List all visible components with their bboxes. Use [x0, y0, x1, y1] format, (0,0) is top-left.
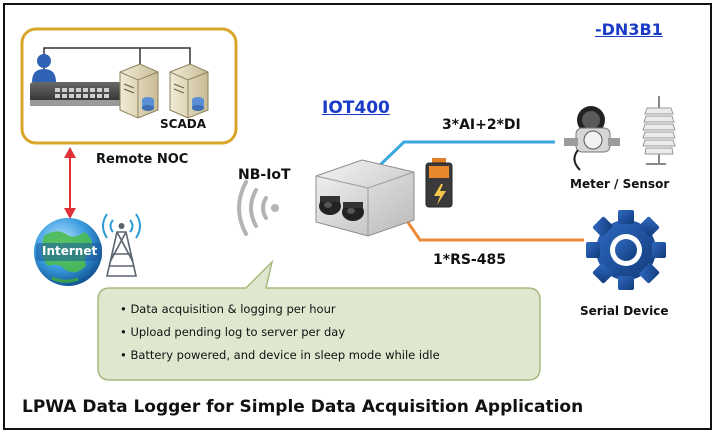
- iot400-label: IOT400: [322, 98, 390, 118]
- meter-sensor-label: Meter / Sensor: [570, 177, 670, 191]
- nbiot-label: NB-IoT: [238, 167, 291, 183]
- note-item-3: • Battery powered, and device in sleep m…: [120, 348, 440, 362]
- serial-device-gear-icon: [586, 210, 666, 290]
- weather-sensor-icon: [642, 96, 676, 165]
- note-item-1: • Data acquisition & logging per hour: [120, 302, 336, 316]
- analog-digital-line: [378, 140, 555, 167]
- cell-tower-icon: [102, 213, 141, 277]
- network-switch-icon: [30, 82, 122, 106]
- footer-title: LPWA Data Logger for Simple Data Acquisi…: [22, 397, 584, 417]
- note-text-1: Data acquisition & logging per hour: [130, 302, 336, 316]
- noc-internet-arrow: [64, 147, 76, 219]
- internet-globe-icon: [34, 218, 102, 286]
- feature-callout: [97, 259, 541, 381]
- user-icon: [32, 54, 56, 82]
- remote-noc-label: Remote NOC: [96, 152, 189, 167]
- note-item-2: • Upload pending log to server per day: [120, 325, 346, 339]
- model-code-label: -DN3B1: [595, 20, 663, 39]
- wireless-signal-icon: [237, 180, 279, 236]
- server-icon-1: [119, 63, 159, 119]
- ai-di-label: 3*AI+2*DI: [442, 117, 521, 133]
- internet-label: Internet: [42, 244, 98, 258]
- rs485-line: [403, 217, 584, 242]
- serial-device-label: Serial Device: [580, 304, 669, 318]
- scada-label: SCADA: [160, 117, 206, 131]
- water-meter-icon: [564, 106, 620, 171]
- note-text-3: Battery powered, and device in sleep mod…: [130, 348, 440, 362]
- note-text-2: Upload pending log to server per day: [130, 325, 346, 339]
- iot400-device-icon: [315, 159, 415, 237]
- rs485-label: 1*RS-485: [433, 252, 506, 268]
- battery-icon: [425, 158, 453, 208]
- remote-noc-group: [20, 27, 238, 145]
- server-icon-2: [169, 63, 209, 119]
